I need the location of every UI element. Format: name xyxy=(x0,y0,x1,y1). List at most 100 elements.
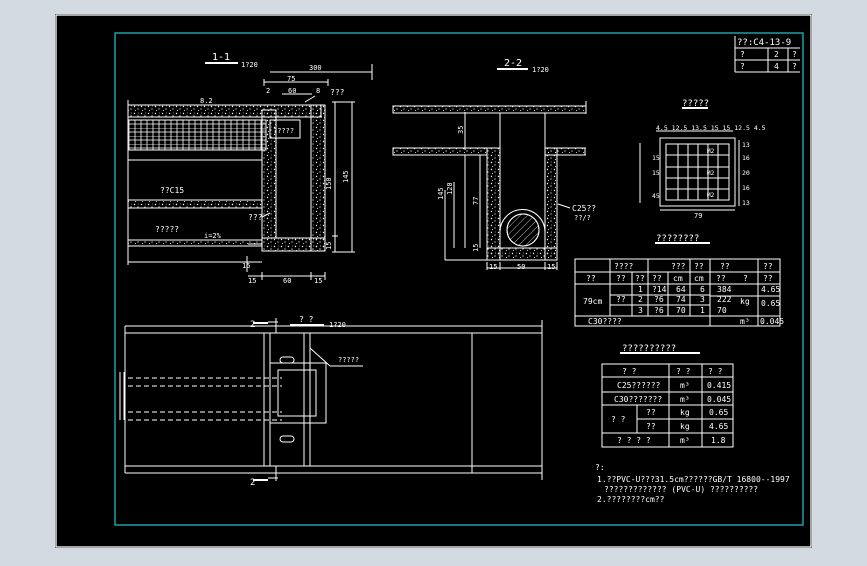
table-header: ? ? xyxy=(676,367,691,376)
dim-label: 20 xyxy=(742,169,750,177)
quantity-table xyxy=(574,242,781,327)
table-header: ?? xyxy=(720,262,730,271)
dim-label: 15 xyxy=(489,263,497,271)
table-subheader: ?? xyxy=(616,274,626,283)
title-cell: ? xyxy=(792,50,797,59)
table-cell: 0.045 xyxy=(760,317,784,326)
annotation: i=2% xyxy=(204,232,222,240)
rebar-tag: M2 xyxy=(707,170,715,177)
table-cell: 0.045 xyxy=(707,395,731,404)
section-2-2 xyxy=(392,68,587,270)
section-1-1 xyxy=(127,62,373,280)
table-cell: m³ xyxy=(680,436,690,445)
scale-label: 1?20 xyxy=(532,66,549,74)
table-cell: 222 xyxy=(717,295,732,304)
table-subheader: ?? xyxy=(652,274,662,283)
dim-label: 50 xyxy=(517,263,525,271)
title-cell: ? xyxy=(792,62,797,71)
table-header: ???? xyxy=(614,262,633,271)
table-cell: ? ? ? ? xyxy=(617,436,651,445)
table-cell: 70 xyxy=(717,306,727,315)
notes-heading: ?: xyxy=(595,463,605,472)
table-cell: 3 xyxy=(638,306,643,315)
dim-label: 8 xyxy=(316,87,320,95)
rebar-tag: M2 xyxy=(707,148,715,155)
dim-label: 15 xyxy=(325,242,333,250)
table-cell: 1 xyxy=(638,285,643,294)
section-title: 2-2 xyxy=(504,58,522,69)
table-subheader: ?? xyxy=(586,274,596,283)
drawing-canvas xyxy=(55,14,812,548)
drawing-number: ??:C4-13-9 xyxy=(737,38,791,48)
annotation: ????? xyxy=(273,127,294,135)
table-cell: 0.65 xyxy=(709,408,728,417)
table-cell: 64 xyxy=(676,285,686,294)
dim-label: 15 xyxy=(652,169,660,177)
note-line: ????????????? (PVC-U) ?????????? xyxy=(604,485,758,494)
note-line: 1.??PVC-U???31.5cm??????GB/T 16800--1997 xyxy=(597,475,790,484)
note-line: 2.????????cm?? xyxy=(597,495,665,504)
table-cell: 74 xyxy=(676,295,686,304)
table-cell: m³ xyxy=(740,317,750,326)
annotation: ??? xyxy=(330,88,345,97)
dim-label: 300 xyxy=(309,64,322,72)
dim-label: 16 xyxy=(742,184,750,192)
material-table xyxy=(601,352,734,448)
table-cell: C30??????? xyxy=(614,395,662,404)
grate-detail xyxy=(639,107,740,211)
section-title: 1-1 xyxy=(212,52,230,63)
annotation: C25?? xyxy=(572,204,596,213)
dim-label: 15 xyxy=(472,244,480,252)
dim-label: 15 xyxy=(242,262,250,270)
title-block xyxy=(734,36,800,73)
dim-label: 15 xyxy=(314,277,322,285)
table-header: ?? xyxy=(763,262,773,271)
title-cell: ? xyxy=(740,62,745,71)
dim-label: 13 xyxy=(742,199,750,207)
table-header: ??? xyxy=(671,262,686,271)
table-cell: 0.65 xyxy=(761,299,780,308)
table-cell: 4.65 xyxy=(761,285,780,294)
detail-title: ????? xyxy=(682,99,709,109)
dim-label: 15 xyxy=(547,263,555,271)
table-cell: 3 xyxy=(700,295,705,304)
table-subheader: ? xyxy=(743,274,748,283)
dim-label: 15 xyxy=(248,277,256,285)
annotation: 8.2 xyxy=(200,97,213,105)
table-header: ? ? xyxy=(708,367,723,376)
scale-label: 1?20 xyxy=(329,321,346,329)
table-cell: ?6 xyxy=(654,295,664,304)
table-cell: kg xyxy=(680,422,690,431)
title-cell: ? xyxy=(740,50,745,59)
table-cell: ?14 xyxy=(652,285,667,294)
table-cell: 6 xyxy=(700,285,705,294)
dim-label: 35 xyxy=(457,126,465,134)
table-header: ?? xyxy=(694,262,704,271)
table-cell: m³ xyxy=(680,395,690,404)
table-subheader: ?? xyxy=(716,274,726,283)
dim-label: 15 xyxy=(652,154,660,162)
table-cell: 4.65 xyxy=(709,422,728,431)
annotation: ????? xyxy=(155,225,179,234)
table-cell: ?? xyxy=(616,295,626,304)
dim-label: 60 xyxy=(288,87,296,95)
dim-label: 79 xyxy=(694,212,702,220)
table-cell: 79cm xyxy=(583,297,602,306)
table-header: ? ? xyxy=(622,367,637,376)
table-subheader: cm xyxy=(694,274,704,283)
table-cell: 2 xyxy=(638,295,643,304)
dim-label: 4.5 12.5 13.5 15 15 12.5 4.5 xyxy=(656,124,766,132)
title-cell: 2 xyxy=(774,50,779,59)
annotation: ??? xyxy=(248,213,263,222)
table-cell: m³ xyxy=(680,381,690,390)
table-subheader: ?? xyxy=(635,274,645,283)
table-cell: ?? xyxy=(646,422,656,431)
dim-label: 16 xyxy=(742,154,750,162)
table-cell: kg xyxy=(740,297,750,306)
dim-label: 145 xyxy=(342,170,350,183)
dim-label: 77 xyxy=(472,197,480,205)
table-cell: ? ? xyxy=(611,415,626,424)
scale-label: 1?20 xyxy=(241,61,258,69)
